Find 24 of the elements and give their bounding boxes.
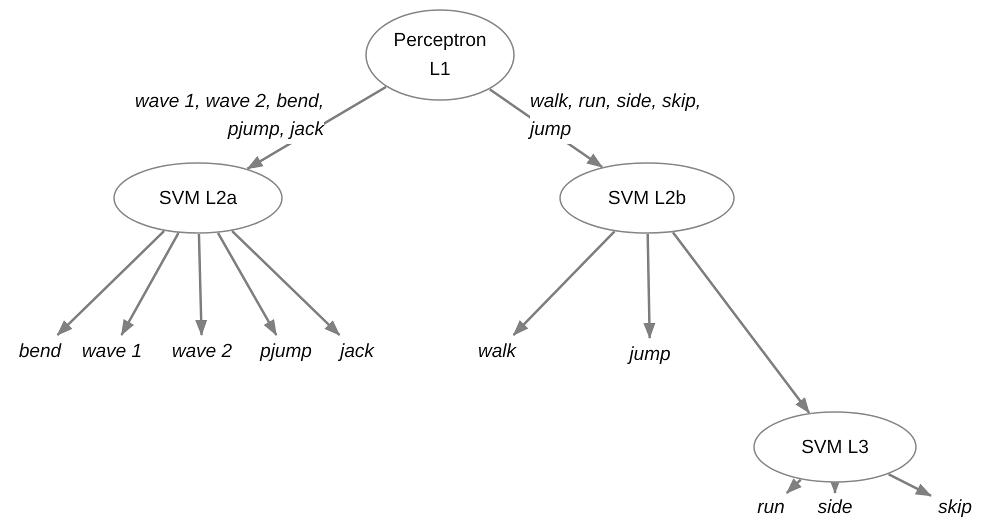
arrow [888, 473, 932, 497]
class-label: wave 2 [162, 335, 242, 369]
class-label: jump [622, 338, 678, 372]
class-label: walk [469, 335, 525, 369]
node-label: SVM L2a [158, 186, 238, 210]
node-label: SVM L2b [608, 186, 686, 210]
arrow [512, 230, 616, 336]
class-label: skip [931, 493, 979, 523]
arrow [216, 232, 278, 336]
arrow [231, 230, 340, 336]
node-label: SVM L3 [801, 436, 869, 460]
arrow [120, 232, 180, 336]
class-label: pjump [251, 335, 321, 369]
arrow [786, 478, 802, 494]
arrow [643, 234, 656, 339]
class-label: jack [331, 335, 383, 369]
node-label: Perceptron L1 [392, 29, 488, 82]
arrow [195, 234, 208, 336]
arrow [56, 230, 165, 336]
class-label: side [811, 493, 859, 523]
arrow [672, 232, 810, 414]
class-label: wave 1 [74, 335, 150, 369]
class-label: bend [9, 335, 71, 369]
class-label: run [749, 493, 793, 523]
